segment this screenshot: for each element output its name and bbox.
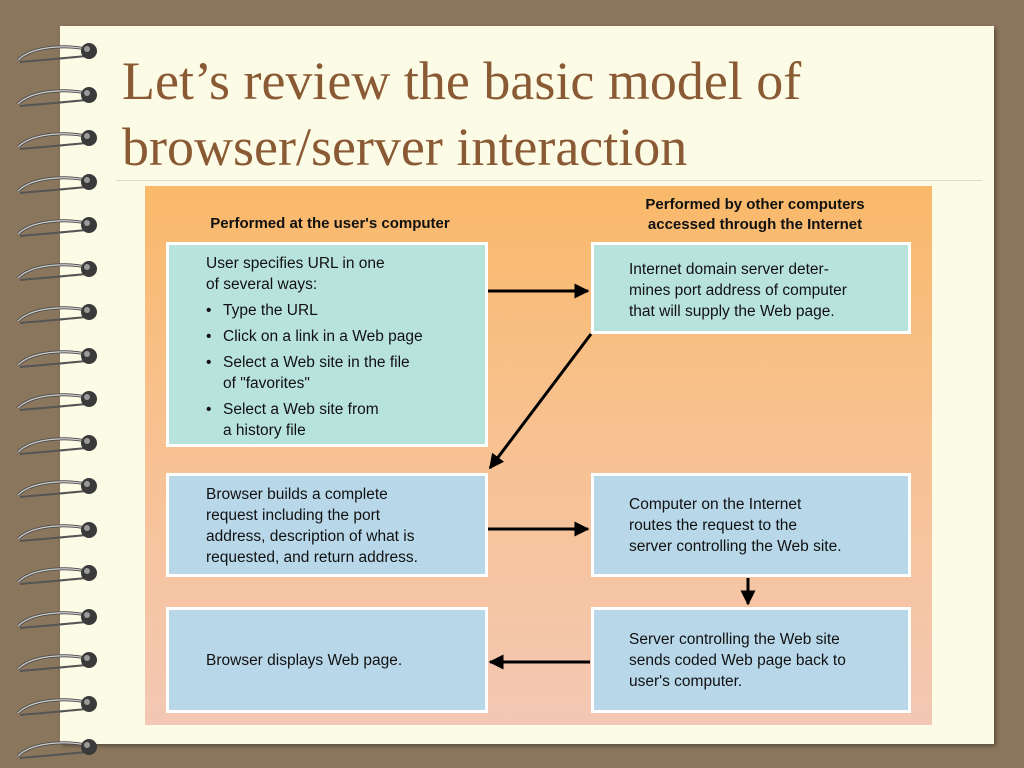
bullet-glyph: • [206, 354, 212, 371]
url-bullet: • Select a Web site from a history file [206, 399, 485, 441]
binding-ring-icon [16, 434, 97, 455]
right-heading-line-1: Performed by other computers [645, 196, 865, 213]
url-box-line-2: of several ways: [206, 276, 318, 293]
bullet-glyph: • [206, 401, 212, 418]
url-bullet: • Click on a link in a Web page [206, 326, 485, 347]
dns-box-line-1: Internet domain server deter- [629, 261, 829, 278]
url-bullet: • Select a Web site in the file of "favo… [206, 352, 485, 394]
request-box-line-3: address, description of what is [206, 528, 415, 545]
dns-box-line-3: that will supply the Web page. [629, 303, 835, 320]
binding-ring-icon [16, 173, 97, 194]
binding-ring-icon [16, 565, 97, 585]
box-internet-routing: Computer on the Internet routes the requ… [591, 473, 911, 577]
request-box-line-2: request including the port [206, 507, 381, 524]
server-box-line-2: sends coded Web page back to [629, 651, 846, 669]
title-line-2: browser/server interaction [122, 117, 688, 177]
binding-ring-icon [16, 608, 97, 629]
url-bullet-text: Type the URL [223, 302, 318, 319]
request-box-line-1: Browser builds a complete [206, 486, 388, 503]
binding-ring-icon [16, 260, 97, 281]
title-line-1: Let’s review the basic model of [122, 51, 802, 111]
binding-ring-icon [16, 86, 97, 107]
binding-ring-icon [16, 43, 97, 63]
url-bullet: • Type the URL [206, 300, 485, 321]
url-bullet-text-line-1: Select a Web site in the file [223, 354, 410, 371]
server-box-line-3: user's computer. [629, 672, 743, 690]
left-column-heading: Performed at the user's computer [210, 215, 450, 232]
url-box-line-1: User specifies URL in one [206, 255, 385, 272]
box-browser-builds-request: Browser builds a complete request includ… [166, 473, 488, 577]
binding-ring-icon [16, 304, 97, 324]
dns-box-line-2: mines port address of computer [629, 282, 847, 299]
request-box-line-4: requested, and return address. [206, 549, 418, 566]
box-user-specifies-url: User specifies URL in one of several way… [166, 242, 488, 447]
bullet-glyph: • [206, 328, 212, 345]
routing-box-line-1: Computer on the Internet [629, 496, 802, 513]
server-box-line-1: Server controlling the Web site [629, 630, 840, 648]
url-bullet-text: Select a Web site in the file of "favori… [223, 352, 410, 394]
bullet-glyph: • [206, 302, 212, 319]
url-bullet-text-line-1: Select a Web site from [223, 401, 379, 418]
binding-ring-icon [16, 739, 97, 759]
binding-ring-icon [16, 217, 97, 237]
right-heading-line-2: accessed through the Internet [647, 216, 863, 233]
box-server-sends-page: Server controlling the Web site sends co… [591, 607, 911, 713]
url-bullet-text: Select a Web site from a history file [223, 399, 379, 441]
binding-ring-icon [16, 130, 97, 150]
right-column-heading: Performed by other computers accessed th… [585, 195, 925, 235]
url-bullet-text-line-2: of "favorites" [223, 375, 310, 392]
binding-ring-icon [16, 652, 97, 672]
binding-ring-icon [16, 391, 97, 411]
url-bullet-text-line-2: a history file [223, 422, 306, 439]
binding-ring-icon [16, 695, 97, 716]
title-divider [116, 180, 982, 181]
binding-ring-icon [16, 478, 97, 498]
box-browser-displays-page: Browser displays Web page. [166, 607, 488, 713]
binding-ring-icon [16, 347, 97, 368]
box-domain-server: Internet domain server deter- mines port… [591, 242, 911, 334]
routing-box-line-3: server controlling the Web site. [629, 538, 842, 555]
diagram-panel: Performed at the user's computer Perform… [145, 186, 932, 725]
url-bullet-text: Click on a link in a Web page [223, 328, 423, 345]
binding-ring-icon [16, 521, 97, 542]
display-box-line-1: Browser displays Web page. [206, 651, 403, 669]
routing-box-line-2: routes the request to the [629, 517, 798, 534]
slide-title: Let’s review the basic model of browser/… [122, 48, 982, 180]
